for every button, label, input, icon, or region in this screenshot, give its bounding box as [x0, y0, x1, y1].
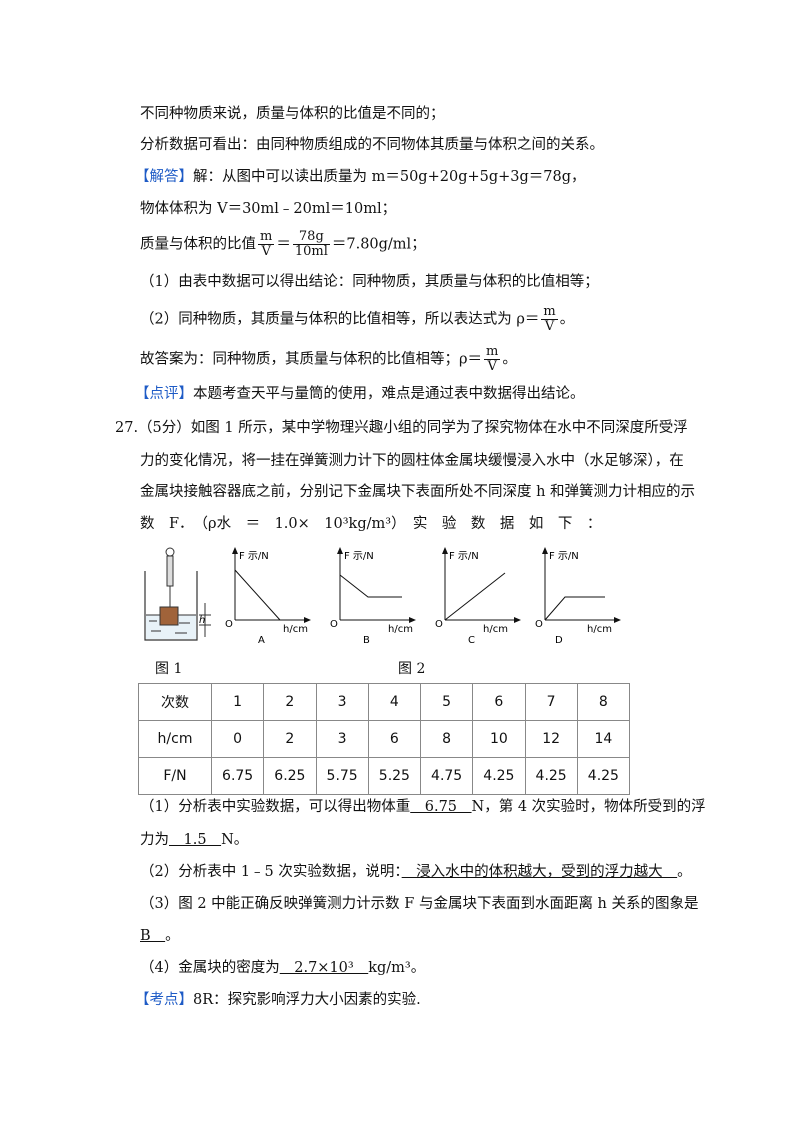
- svg-text:h/cm: h/cm: [283, 624, 308, 635]
- graph-b: F 示/N O h/cm B: [330, 547, 416, 645]
- svg-text:F 示/N: F 示/N: [239, 551, 269, 562]
- text-line: 【点评】本题考查天平与量筒的使用，难点是通过表中数据得出结论。: [135, 386, 585, 402]
- question-27: 27.（5分）如图 1 所示，某中学物理兴趣小组的同学为了探究物体在水中不同深度…: [115, 420, 688, 436]
- comment-tag: 【点评】: [135, 386, 193, 402]
- figure-2-caption: 图 2: [398, 661, 426, 677]
- svg-text:O: O: [225, 619, 233, 630]
- svg-text:F 示/N: F 示/N: [344, 551, 374, 562]
- text-line: （1）由表中数据可以得出结论：同种物质，其质量与体积的比值相等；: [140, 274, 599, 290]
- graph-a: F 示/N O h/cm A: [225, 547, 311, 645]
- answer-3: （3）图 2 中能正确反映弹簧测力计示数 F 与金属块下表面到水面距离 h 关系…: [140, 896, 699, 912]
- text-line: 数 F． （ρ水 ＝ 1.0× 10³kg/m³） 实 验 数 据 如 下 ：: [140, 516, 602, 532]
- answer-1: （1）分析表中实验数据，可以得出物体重 6.75 N，第 4 次实验时，物体所受…: [140, 799, 706, 815]
- text-line: 金属块接触容器底之前，分别记下金属块下表面所处不同深度 h 和弹簧测力计相应的示: [140, 484, 696, 500]
- beaker-figure: h: [144, 547, 211, 641]
- answer-2: （2）分析表中 1﹣5 次实验数据，说明： 浸入水中的体积越大，受到的浮力越大 …: [140, 864, 692, 880]
- svg-text:h/cm: h/cm: [587, 624, 612, 635]
- svg-text:D: D: [555, 635, 563, 645]
- svg-text:B: B: [363, 635, 370, 645]
- answer-3b: B 。: [140, 928, 180, 944]
- svg-text:h/cm: h/cm: [388, 624, 413, 635]
- answer-1b: 力为 1.5 N。: [140, 832, 249, 848]
- graph-d: F 示/N O h/cm D: [535, 547, 621, 645]
- answer-tag: 【解答】: [135, 169, 193, 185]
- knowledge-point: 【考点】8R：探究影响浮力大小因素的实验.: [135, 992, 421, 1008]
- text-line: 物体体积为 V＝30ml﹣20ml＝10ml；: [140, 201, 397, 217]
- svg-text:h: h: [199, 615, 205, 626]
- svg-text:O: O: [330, 619, 338, 630]
- text-line: 力的变化情况，将一挂在弹簧测力计下的圆柱体金属块缓慢浸入水中（水足够深），在: [140, 453, 684, 469]
- text-line: 分析数据可看出：由同种物质组成的不同物体其质量与体积之间的关系。: [140, 137, 604, 153]
- svg-text:F 示/N: F 示/N: [549, 551, 579, 562]
- svg-text:h/cm: h/cm: [483, 624, 508, 635]
- text-line: 【解答】解：从图中可以读出质量为 m＝50g+20g+5g+3g＝78g，: [135, 169, 586, 185]
- text-line: 不同种物质来说，质量与体积的比值是不同的；: [140, 106, 445, 122]
- svg-text:C: C: [468, 635, 475, 645]
- svg-text:A: A: [258, 635, 265, 645]
- svg-text:O: O: [435, 619, 443, 630]
- svg-text:O: O: [535, 619, 543, 630]
- answer-4: （4）金属块的密度为 2.7×10³ kg/m³。: [140, 960, 426, 976]
- figure-1-caption: 图 1: [155, 661, 183, 677]
- graph-c: F 示/N O h/cm C: [435, 547, 521, 645]
- svg-text:F 示/N: F 示/N: [449, 551, 479, 562]
